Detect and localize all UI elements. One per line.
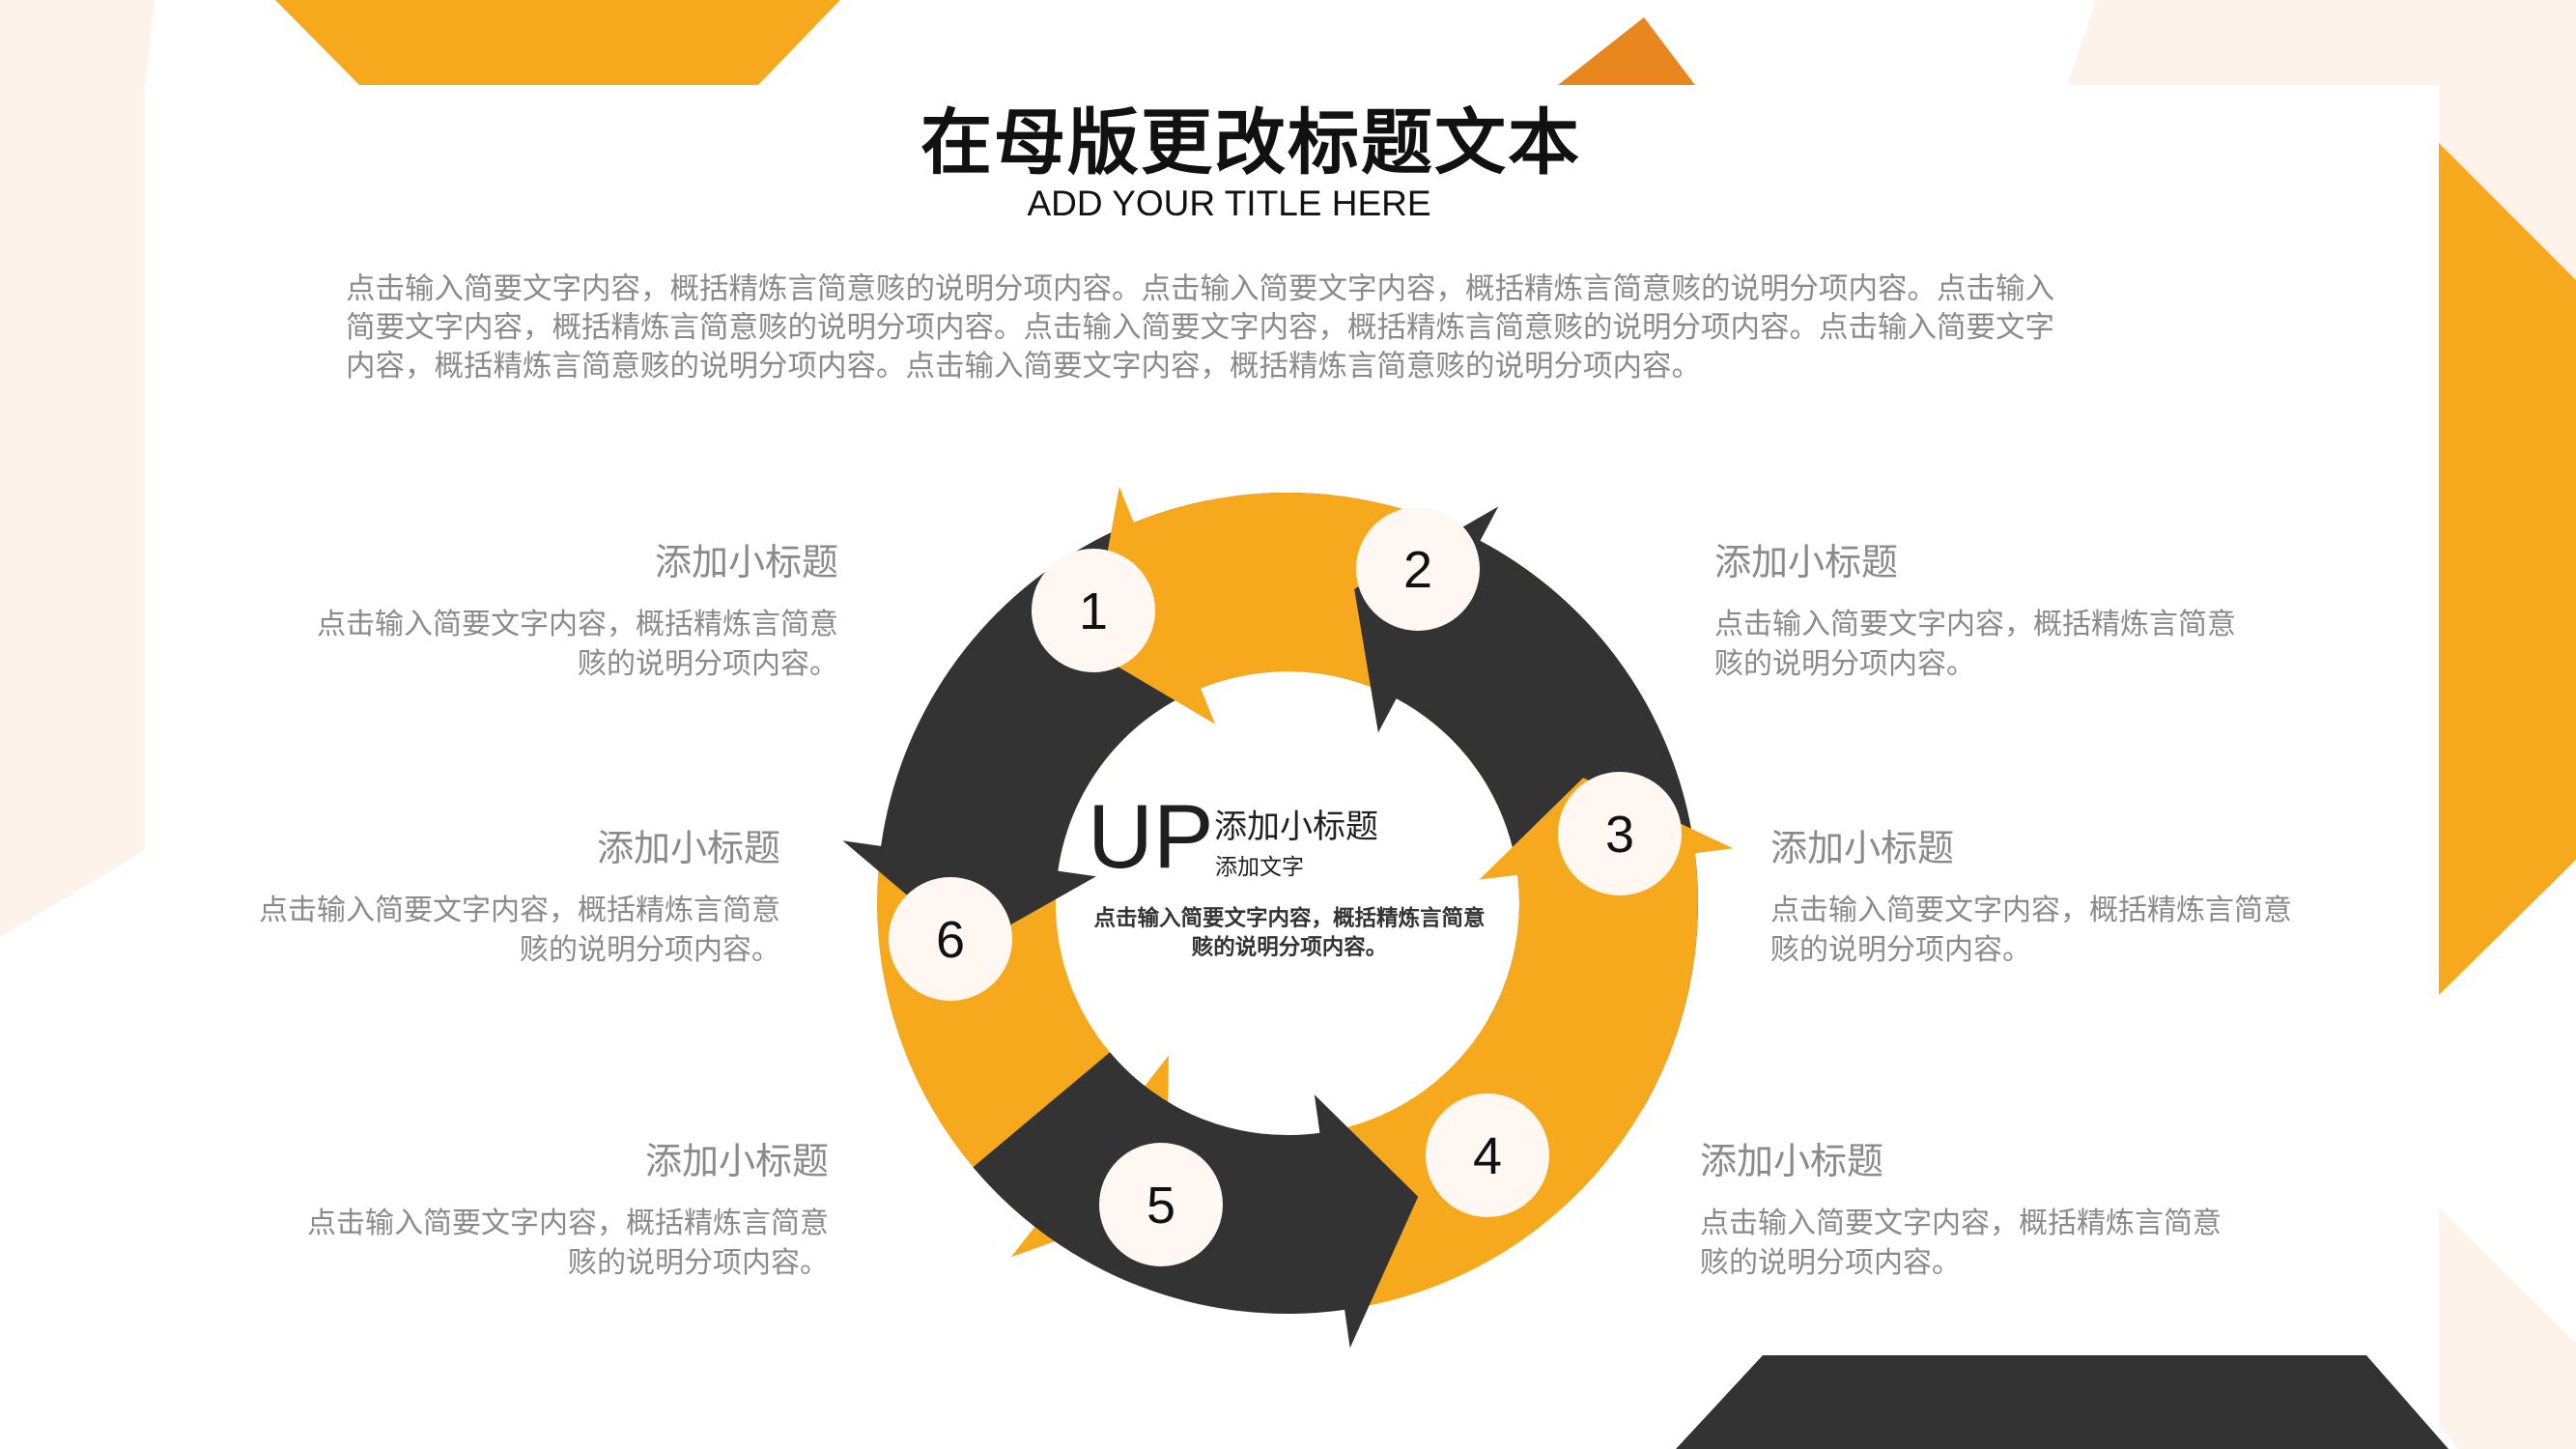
center-subtext: 添加文字 (1215, 855, 1304, 880)
item-desc: 点击输入简要文字内容，概括精炼言简意 赅的说明分项内容。 (259, 894, 780, 967)
item-block-5: 添加小标题 点击输入简要文字内容，概括精炼言简意 赅的说明分项内容。 (172, 1119, 829, 1301)
center-heading: 添加小标题 (1214, 808, 1378, 846)
step-circle (889, 877, 1012, 1001)
item-desc: 点击输入简要文字内容，概括精炼言简意 赅的说明分项内容。 (1770, 894, 2292, 967)
step-number: 6 (936, 911, 965, 969)
orange-right-band (2439, 143, 2576, 995)
cycle-arrows (842, 486, 1734, 1349)
step-circle (1426, 1094, 1549, 1217)
item-desc: 点击输入简要文字内容，概括精炼言简意 赅的说明分项内容。 (1700, 1207, 2222, 1280)
step-number: 1 (1079, 582, 1108, 640)
item-heading: 添加小标题 (1714, 541, 1899, 583)
item-block-6: 添加小标题 点击输入简要文字内容，概括精炼言简意 赅的说明分项内容。 (124, 806, 780, 988)
item-block-3: 添加小标题 点击输入简要文字内容，概括精炼言简意 赅的说明分项内容。 (1770, 806, 2427, 988)
intro-paragraph: 点击输入简要文字内容，概括精炼言简意赅的说明分项内容。点击输入简要文字内容，概括… (346, 272, 2054, 384)
orange-small-triangle (1558, 17, 1695, 85)
step-number: 5 (1146, 1177, 1175, 1235)
step-circle (1558, 772, 1682, 895)
item-heading: 添加小标题 (1700, 1140, 1884, 1182)
item-desc: 点击输入简要文字内容，概括精炼言简意 赅的说明分项内容。 (1714, 608, 2236, 681)
item-block-2: 添加小标题 点击输入简要文字内容，概括精炼言简意 赅的说明分项内容。 (1714, 520, 2371, 702)
dark-trapezoid-bottom (1676, 1355, 2449, 1449)
cream-frame-top-right (2067, 0, 2576, 280)
center-big-text: UP (1088, 785, 1214, 887)
item-block-1: 添加小标题 点击输入简要文字内容，概括精炼言简意 赅的说明分项内容。 (182, 520, 838, 702)
step-circle (1099, 1143, 1223, 1266)
step-circle (1356, 507, 1480, 631)
center-description: 点击输入简要文字内容，概括精炼言简意 赅的说明分项内容。 (1093, 906, 1486, 960)
page-subtitle: ADD YOUR TITLE HERE (1027, 184, 1431, 223)
item-heading: 添加小标题 (596, 827, 780, 869)
item-desc: 点击输入简要文字内容，概括精炼言简意 赅的说明分项内容。 (317, 608, 838, 681)
item-heading: 添加小标题 (654, 541, 838, 583)
step-number: 2 (1403, 541, 1432, 599)
orange-trapezoid-top (275, 0, 840, 85)
step-number: 3 (1605, 806, 1634, 864)
cream-frame-bottom-right (2439, 1208, 2576, 1449)
cycle-number-circles: 1 2 3 4 5 6 (889, 507, 1682, 1266)
item-heading: 添加小标题 (644, 1140, 829, 1182)
cream-frame-left (0, 0, 155, 937)
item-heading: 添加小标题 (1770, 827, 1955, 869)
item-desc: 点击输入简要文字内容，概括精炼言简意 赅的说明分项内容。 (307, 1207, 829, 1280)
step-circle (1032, 549, 1155, 672)
page-title: 在母版更改标题文本 (920, 101, 1581, 185)
item-block-4: 添加小标题 点击输入简要文字内容，概括精炼言简意 赅的说明分项内容。 (1700, 1119, 2357, 1301)
step-number: 4 (1473, 1127, 1502, 1185)
